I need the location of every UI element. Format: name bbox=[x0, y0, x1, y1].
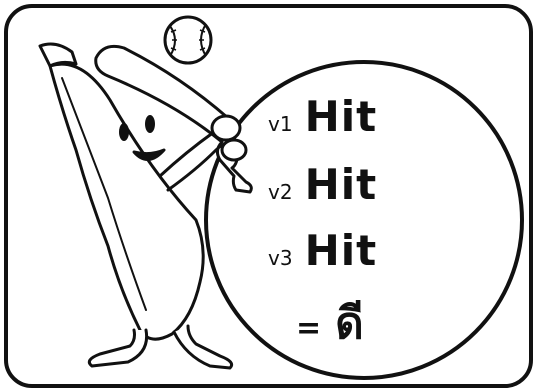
verb-form-label: v1 bbox=[268, 112, 293, 136]
equals-sign: = bbox=[296, 311, 322, 346]
verb-word: Hit bbox=[304, 92, 378, 141]
thai-translation: ดี bbox=[335, 298, 364, 349]
banana-character-icon bbox=[38, 42, 248, 370]
text-row-1: v1 Hit bbox=[268, 92, 377, 141]
verb-word: Hit bbox=[304, 226, 378, 275]
verb-word: Hit bbox=[304, 160, 378, 209]
baseball-icon bbox=[163, 15, 213, 65]
verb-form-label: v2 bbox=[268, 180, 293, 204]
translation-row: = ดี bbox=[296, 288, 364, 358]
text-row-3: v3 Hit bbox=[268, 226, 377, 275]
verb-form-label: v3 bbox=[268, 246, 293, 270]
bat-icon bbox=[94, 44, 253, 194]
text-circle bbox=[204, 60, 524, 380]
text-row-2: v2 Hit bbox=[268, 160, 377, 209]
